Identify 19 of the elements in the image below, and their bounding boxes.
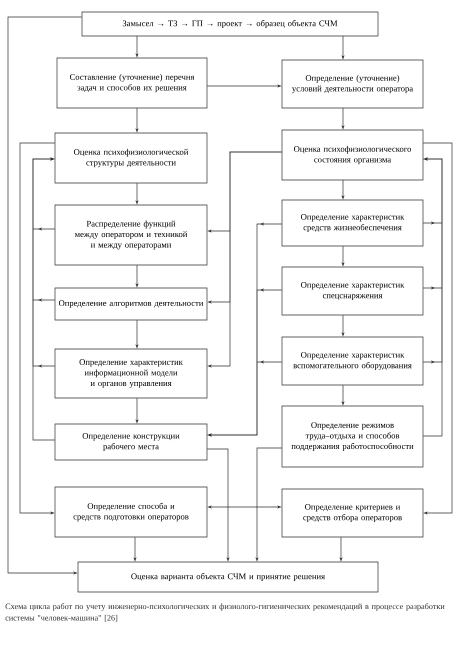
- process-box: Определение способа и средств подготовки операторов: [54, 486, 208, 538]
- process-box: Оценка варианта объекта СЧМ и принятие решения: [78, 562, 378, 592]
- process-box: Определение конструкции рабочего места: [54, 424, 208, 460]
- process-box: Определение характеристик спецснаряжения: [282, 266, 424, 316]
- process-box: Оценка психофизиологического состояния организма: [282, 130, 424, 180]
- process-box: Распределение функций между оператором и техникой и между операторами: [54, 204, 208, 266]
- process-box: Замысел → ТЗ → ГП → проект → образец объекта СЧМ: [82, 12, 378, 36]
- process-box: Оценка психофизиологической структуры деятельности: [54, 132, 208, 184]
- process-box: Определение алгоритмов деятельности: [54, 288, 208, 320]
- process-box: Определение (уточнение) условий деятельности оператора: [282, 60, 424, 108]
- process-box: Определение характеристик средств жизнеобеспечения: [282, 200, 424, 246]
- caption: Схема цикла работ по учету инженерно-психологических и физиолого-гигиенических рекомендаций в процессе разработки системы "человек-машина" [26]: [6, 603, 445, 622]
- process-box: Определение характеристик информационной модели и органов управления: [54, 348, 208, 398]
- connector-arrow: [32, 157, 55, 440]
- process-box: Составление (уточнение) перечня задач и способов их решения: [56, 58, 208, 108]
- connector-arrow: [423, 142, 452, 515]
- process-box: Определение характеристик вспомогательного оборудования: [282, 336, 424, 386]
- process-box: Определение режимов труда–отдыха и способов поддержания работоспособности: [282, 406, 424, 468]
- process-box: Определение критериев и средств отбора операторов: [282, 488, 424, 538]
